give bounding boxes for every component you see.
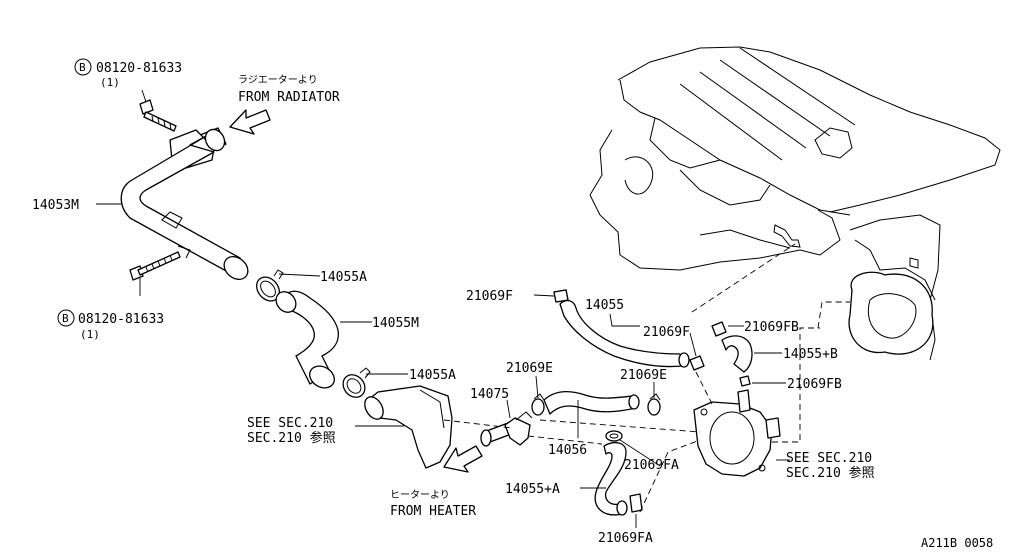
clamp-21069F-mid xyxy=(689,355,705,371)
label-from-radiator: FROM RADIATOR xyxy=(238,90,340,105)
upper-bolt xyxy=(139,99,177,132)
label-from-heater: FROM HEATER xyxy=(390,504,476,519)
label-heater-jp: ヒーターより xyxy=(390,489,450,501)
label-14055A-top: 14055A xyxy=(320,270,367,285)
connection-lines xyxy=(443,243,850,513)
hose-14055M xyxy=(275,290,340,389)
label-21069E-left: 21069E xyxy=(506,361,553,376)
label-sec-ref-right: SEC.210 参照 xyxy=(786,465,875,481)
bolt-badge-bottom: B xyxy=(57,309,75,327)
label-14053M: 14053M xyxy=(32,198,79,213)
svg-text:B: B xyxy=(62,312,69,325)
engine-block xyxy=(589,46,1001,361)
label-sec-ref-left: SEC.210 参照 xyxy=(247,430,336,446)
arrow-from-heater-icon xyxy=(443,445,483,473)
label-14055M: 14055M xyxy=(372,316,419,331)
label-bolt-top-qty: (1) xyxy=(100,76,120,89)
clamp-21069FA-mid xyxy=(605,430,623,442)
label-21069FB-bottom: 21069FB xyxy=(787,377,842,392)
bolt-badge-top: B xyxy=(74,58,92,76)
label-14056: 14056 xyxy=(548,443,587,458)
label-14075: 14075 xyxy=(470,387,509,402)
clamp-14055A-mid xyxy=(342,367,371,398)
label-14055A-mid: 14055A xyxy=(409,368,456,383)
label-bolt-top-code: 08120-81633 xyxy=(96,61,182,76)
label-radiator-jp: ラジエーターより xyxy=(238,74,318,86)
label-21069E-right: 21069E xyxy=(620,368,667,383)
thermostat-housing-right xyxy=(693,389,781,477)
label-14055: 14055 xyxy=(585,298,624,313)
lower-bolt xyxy=(129,251,181,281)
labels: 08120-81633 (1) ラジエーターより FROM RADIATOR 1… xyxy=(32,61,993,550)
clamp-21069E-right xyxy=(647,393,661,416)
water-pipe-14053M xyxy=(120,127,249,280)
clamp-21069F-left xyxy=(553,289,569,303)
label-21069F-mid: 21069F xyxy=(643,325,690,340)
clamp-21069FA-bottom xyxy=(629,493,643,513)
label-bolt-bottom-qty: (1) xyxy=(80,328,100,341)
label-see-sec-left: SEE SEC.210 xyxy=(247,416,333,431)
svg-text:B: B xyxy=(79,61,86,74)
label-14055PA: 14055+A xyxy=(505,482,560,497)
clamp-21069E-left xyxy=(531,393,545,416)
label-21069FA-mid: 21069FA xyxy=(624,458,679,473)
heater-tube-14075 xyxy=(480,411,533,447)
label-21069F-left: 21069F xyxy=(466,289,513,304)
label-21069FA-bottom: 21069FA xyxy=(598,531,653,546)
arrow-from-radiator-icon xyxy=(229,109,271,135)
thermostat-housing-left xyxy=(364,385,453,469)
hose-14055B xyxy=(711,321,753,387)
leader-lines xyxy=(96,89,790,528)
label-bolt-bottom-code: 08120-81633 xyxy=(78,312,164,327)
hose-14055PA xyxy=(594,441,628,516)
label-21069FB-top: 21069FB xyxy=(744,320,799,335)
hose-14056 xyxy=(543,391,640,415)
label-14055B: 14055+B xyxy=(783,347,838,362)
label-see-sec-right: SEE SEC.210 xyxy=(786,451,872,466)
figure-code: A211B 0058 xyxy=(921,536,993,550)
